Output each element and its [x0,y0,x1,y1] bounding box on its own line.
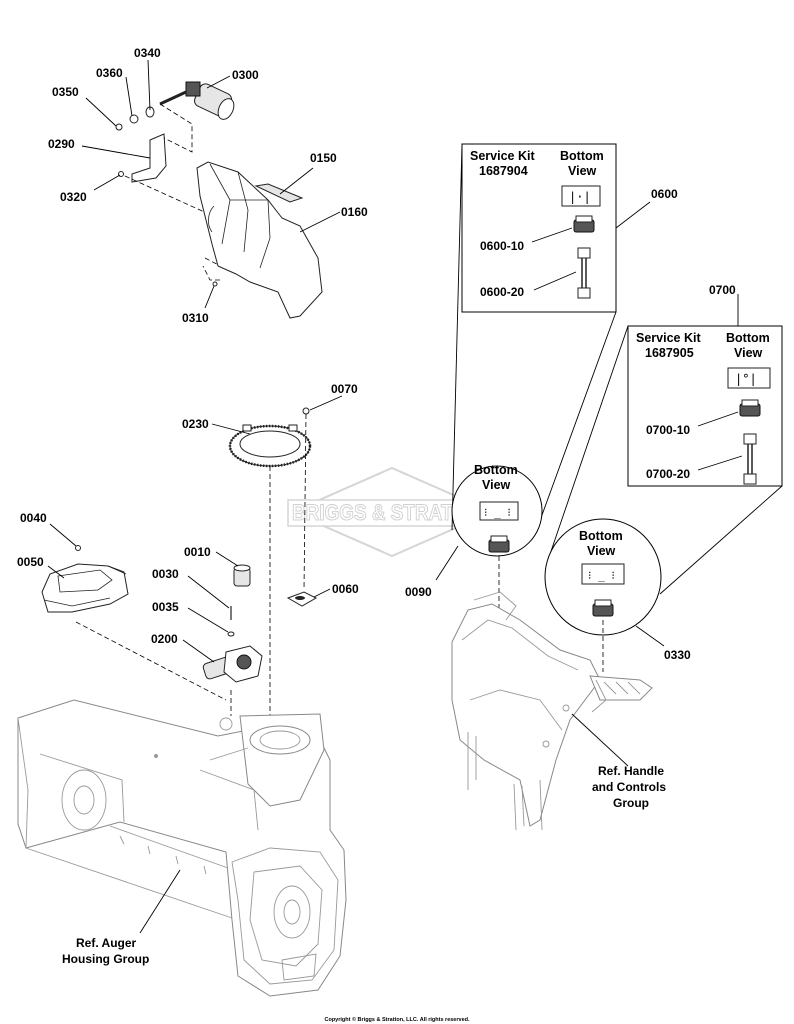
callout-0050: 0050 [17,555,44,569]
callout-0310: 0310 [182,311,209,325]
callout-0300: 0300 [232,68,259,82]
callout-0600-10: 0600-10 [480,239,524,253]
motor-assembly [115,81,323,319]
callout-0350: 0350 [52,85,79,99]
switch-0600-10 [573,215,595,233]
detail-left-view-icon [479,501,519,521]
callout-0290: 0290 [48,137,75,151]
callout-0060: 0060 [332,582,359,596]
kit1-bottom: Bottom [560,149,604,163]
callout-0600-20: 0600-20 [480,285,524,299]
svg-text:|°|: |°| [735,372,757,386]
kit2-view: View [734,346,763,360]
ref-handle-line3: Group [613,796,649,810]
callout-0040: 0040 [20,511,47,525]
callout-0230: 0230 [182,417,209,431]
handle-controls [451,591,653,831]
detail-circle-left: Bottom View ⁝ _ ⁝ [451,463,543,557]
ref-auger-line2: Housing Group [62,952,149,966]
deflector-0160 [196,161,323,319]
kit1-bottom-view-icon [561,185,601,207]
harness-0700-20 [743,433,757,485]
cover-0050 [41,563,129,613]
callout-0600: 0600 [651,187,678,201]
callout-0160: 0160 [341,205,368,219]
callout-0035: 0035 [152,600,179,614]
switch-0700-10 [739,399,761,417]
auger-housing [17,699,347,997]
harness-0600-20 [577,247,591,299]
callout-0700-10: 0700-10 [646,423,690,437]
kit2-title: Service Kit [636,331,701,345]
callout-0360: 0360 [96,66,123,80]
washer-0360 [129,114,139,124]
bracket-0290 [131,133,167,183]
svg-text:⁝ _ ⁝: ⁝ _ ⁝ [588,569,615,582]
kit2-bottom: Bottom [726,331,770,345]
ref-auger-line1: Ref. Auger [76,936,137,950]
detail-right-bottom: Bottom [579,529,623,543]
flap-0150 [254,183,304,203]
service-kit-box-2: Service Kit 1687905 Bottom View |°| 0700… [627,325,783,487]
kit1-number: 1687904 [479,164,528,178]
callout-0320: 0320 [60,190,87,204]
detail-left-view: View [482,478,511,492]
kit2-number: 1687905 [645,346,694,360]
kit1-title: Service Kit [470,149,535,163]
callout-0010: 0010 [184,545,211,559]
switch-0090 [488,535,510,553]
callout-0340: 0340 [134,46,161,60]
callout-0070: 0070 [331,382,358,396]
ref-handle-line1: Ref. Handle [598,764,664,778]
kit1-view: View [568,164,597,178]
screw-0310 [212,281,218,287]
ring-gear-0230 [228,424,312,468]
washer-0035 [227,631,235,637]
kit2-bottom-view-icon [727,367,771,389]
switch-0330 [592,599,614,617]
motor-0300 [159,81,235,120]
callout-0700: 0700 [709,283,736,297]
callout-0090: 0090 [405,585,432,599]
detail-left-bottom: Bottom [474,463,518,477]
svg-text:|·|: |·| [569,190,591,204]
rotator-0200 [202,645,263,683]
screw-0070 [302,407,310,415]
knob-0010 [233,564,251,587]
screw-0040 [75,545,81,551]
callout-0330: 0330 [664,648,691,662]
callout-0200: 0200 [151,632,178,646]
callout-0030: 0030 [152,567,179,581]
service-kit-box-1: Service Kit 1687904 Bottom View |·| 0600… [461,143,617,313]
copyright-text: Copyright © Briggs & Stratton, LLC. All … [324,1016,470,1023]
callout-0700-20: 0700-20 [646,467,690,481]
svg-text:⁝ _ ⁝: ⁝ _ ⁝ [484,506,511,519]
detail-right-view-icon [581,563,625,585]
nut-0350 [115,123,123,131]
detail-right-view: View [587,544,616,558]
detail-circle-right: Bottom View ⁝ _ ⁝ [544,518,662,636]
callout-0150: 0150 [310,151,337,165]
ref-handle-line2: and Controls [592,780,666,794]
